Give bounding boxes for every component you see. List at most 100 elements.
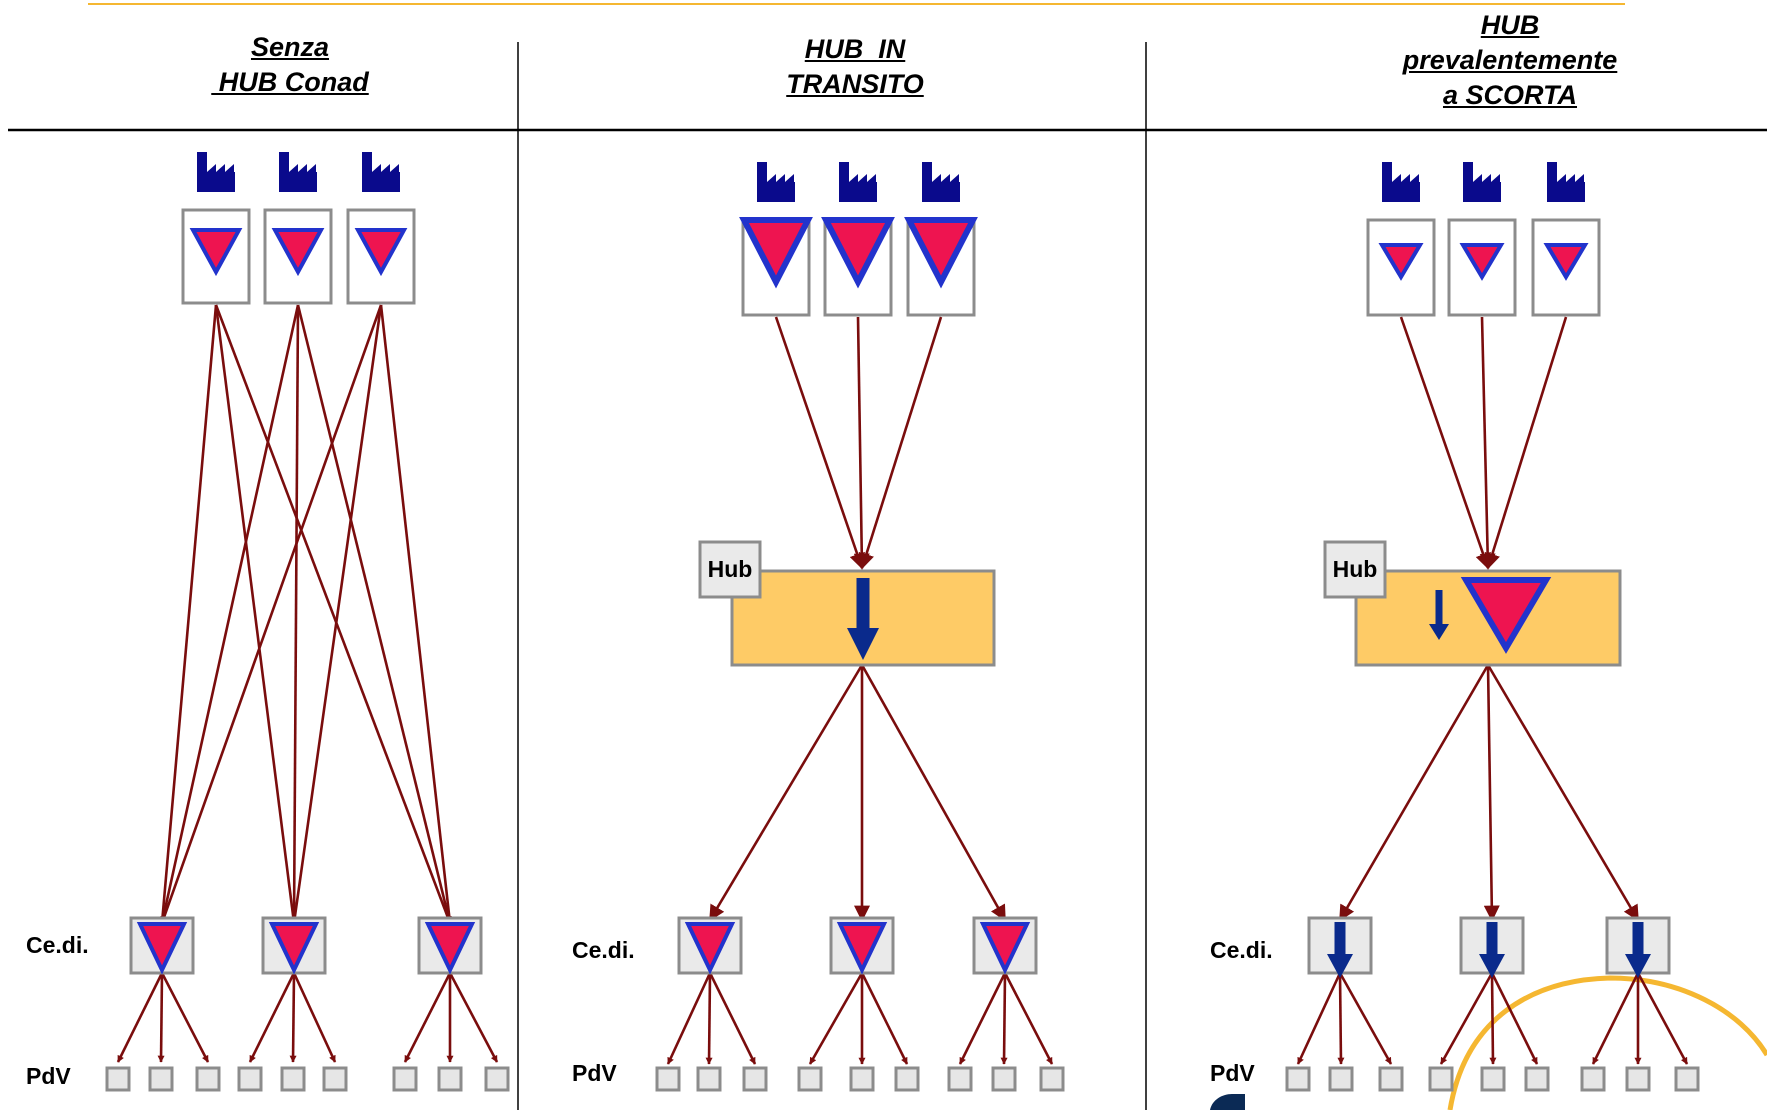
inventory-triangle-icon	[739, 217, 813, 289]
column-title-2: HUB IN TRANSITO	[786, 34, 924, 99]
flow-arrow-icon	[774, 316, 865, 570]
column-title-1: Senza HUB Conad	[211, 32, 369, 97]
flow-arrow-icon	[1439, 972, 1494, 1065]
flow-arrow-icon	[1636, 972, 1689, 1065]
factory-icon	[1382, 162, 1420, 202]
flow-arrow-icon	[666, 972, 712, 1065]
flow-arrow-icon	[291, 304, 383, 924]
flow-arrow-icon	[157, 972, 165, 1063]
flow-arrow-icon	[292, 972, 337, 1063]
down-arrow-icon	[1327, 922, 1353, 978]
flow-arrow-icon	[214, 304, 452, 924]
flow-arrow-icon	[1000, 972, 1008, 1065]
pdv-box	[195, 1066, 221, 1092]
pdv-box	[696, 1066, 722, 1092]
flow-arrow-icon	[1338, 972, 1393, 1065]
flow-arrow-icon	[379, 304, 453, 924]
inventory-triangle-icon	[1459, 243, 1505, 281]
flow-arrow-icon	[1591, 972, 1640, 1065]
flow-arrow-icon	[1337, 972, 1345, 1065]
flow-arrow-icon	[1484, 316, 1568, 570]
flow-arrow-icon	[1489, 972, 1497, 1065]
factory-icon	[1463, 162, 1501, 202]
inventory-triangle-icon	[1543, 243, 1589, 281]
pdv-box	[1328, 1066, 1354, 1092]
flow-arrow-icon	[159, 304, 300, 924]
corner-arc	[1447, 975, 1767, 1111]
inventory-triangle-icon	[979, 922, 1031, 975]
flow-arrow-icon	[708, 664, 864, 922]
pdv-box	[322, 1066, 348, 1092]
down-arrow-icon	[1479, 922, 1505, 978]
flow-arrow-icon	[1003, 972, 1054, 1065]
inventory-triangle-icon	[904, 217, 978, 289]
pdv-box	[237, 1066, 263, 1092]
inventory-triangle-icon	[424, 922, 476, 975]
flow-arrow-icon	[160, 304, 383, 924]
cedi-label-3: Ce.di.	[1210, 937, 1273, 963]
flow-arrow-icon	[858, 316, 943, 570]
down-arrow-icon	[1625, 922, 1651, 978]
flow-arrow-icon	[1479, 316, 1496, 570]
flow-arrow-icon	[448, 972, 499, 1063]
flow-arrow-icon	[159, 304, 218, 924]
pdv-box	[437, 1066, 463, 1092]
flow-arrow-icon	[296, 304, 452, 924]
pdv-label-1: PdV	[26, 1063, 71, 1089]
pdv-box	[1285, 1066, 1311, 1092]
inventory-triangle-icon	[836, 922, 888, 975]
pdv-box	[991, 1066, 1017, 1092]
hub-label-transit: Hub	[707, 556, 753, 582]
pdv-box	[1625, 1066, 1651, 1092]
factory-icon	[757, 162, 795, 202]
flow-arrow-icon	[1338, 664, 1490, 922]
pdv-box	[655, 1066, 681, 1092]
flow-arrow-icon	[214, 304, 297, 924]
flow-arrow-icon	[1296, 972, 1342, 1065]
flow-arrow-icon	[705, 972, 713, 1065]
factory-icon	[197, 152, 235, 192]
inventory-triangle-icon	[354, 228, 408, 277]
pdv-box	[105, 1066, 131, 1092]
corner-logo-fragment	[1210, 1094, 1245, 1110]
hub-tag-box	[1323, 540, 1387, 599]
factory-icon	[279, 152, 317, 192]
pdv-box	[947, 1066, 973, 1092]
inventory-triangle-icon	[1460, 577, 1552, 654]
pdv-label-3: PdV	[1210, 1060, 1255, 1086]
flow-arrow-icon	[853, 316, 870, 570]
flow-arrow-icon	[116, 972, 164, 1063]
inventory-triangle-icon	[821, 217, 895, 289]
pdv-box	[1480, 1066, 1506, 1092]
flow-arrow-icon	[1399, 316, 1491, 570]
pdv-box	[484, 1066, 510, 1092]
pdv-box	[1580, 1066, 1606, 1092]
cedi-label-1: Ce.di.	[26, 932, 89, 958]
pdv-box	[148, 1066, 174, 1092]
pdv-box	[894, 1066, 920, 1092]
pdv-box	[1428, 1066, 1454, 1092]
hub-tag-box	[698, 540, 762, 599]
hub-label-stock: Hub	[1332, 556, 1378, 582]
pdv-box	[392, 1066, 418, 1092]
inventory-triangle-icon	[268, 922, 320, 975]
pdv-box	[797, 1066, 823, 1092]
pdv-box	[280, 1066, 306, 1092]
factory-icon	[839, 162, 877, 202]
column-title-3: HUB prevalentemente a SCORTA	[1402, 10, 1618, 110]
flow-arrow-icon	[1483, 664, 1500, 922]
inventory-triangle-icon	[189, 228, 243, 277]
flow-arrow-icon	[290, 304, 300, 924]
flow-arrow-icon	[958, 972, 1007, 1065]
down-arrow-icon	[1429, 590, 1449, 640]
flow-arrow-icon	[808, 972, 864, 1065]
pdv-box	[1524, 1066, 1550, 1092]
cedi-label-2: Ce.di.	[572, 937, 635, 963]
flow-arrow-icon	[160, 972, 210, 1063]
factory-icon	[362, 152, 400, 192]
inventory-triangle-icon	[136, 922, 188, 975]
flow-arrow-icon	[1486, 664, 1640, 922]
flow-arrow-icon	[248, 972, 296, 1063]
